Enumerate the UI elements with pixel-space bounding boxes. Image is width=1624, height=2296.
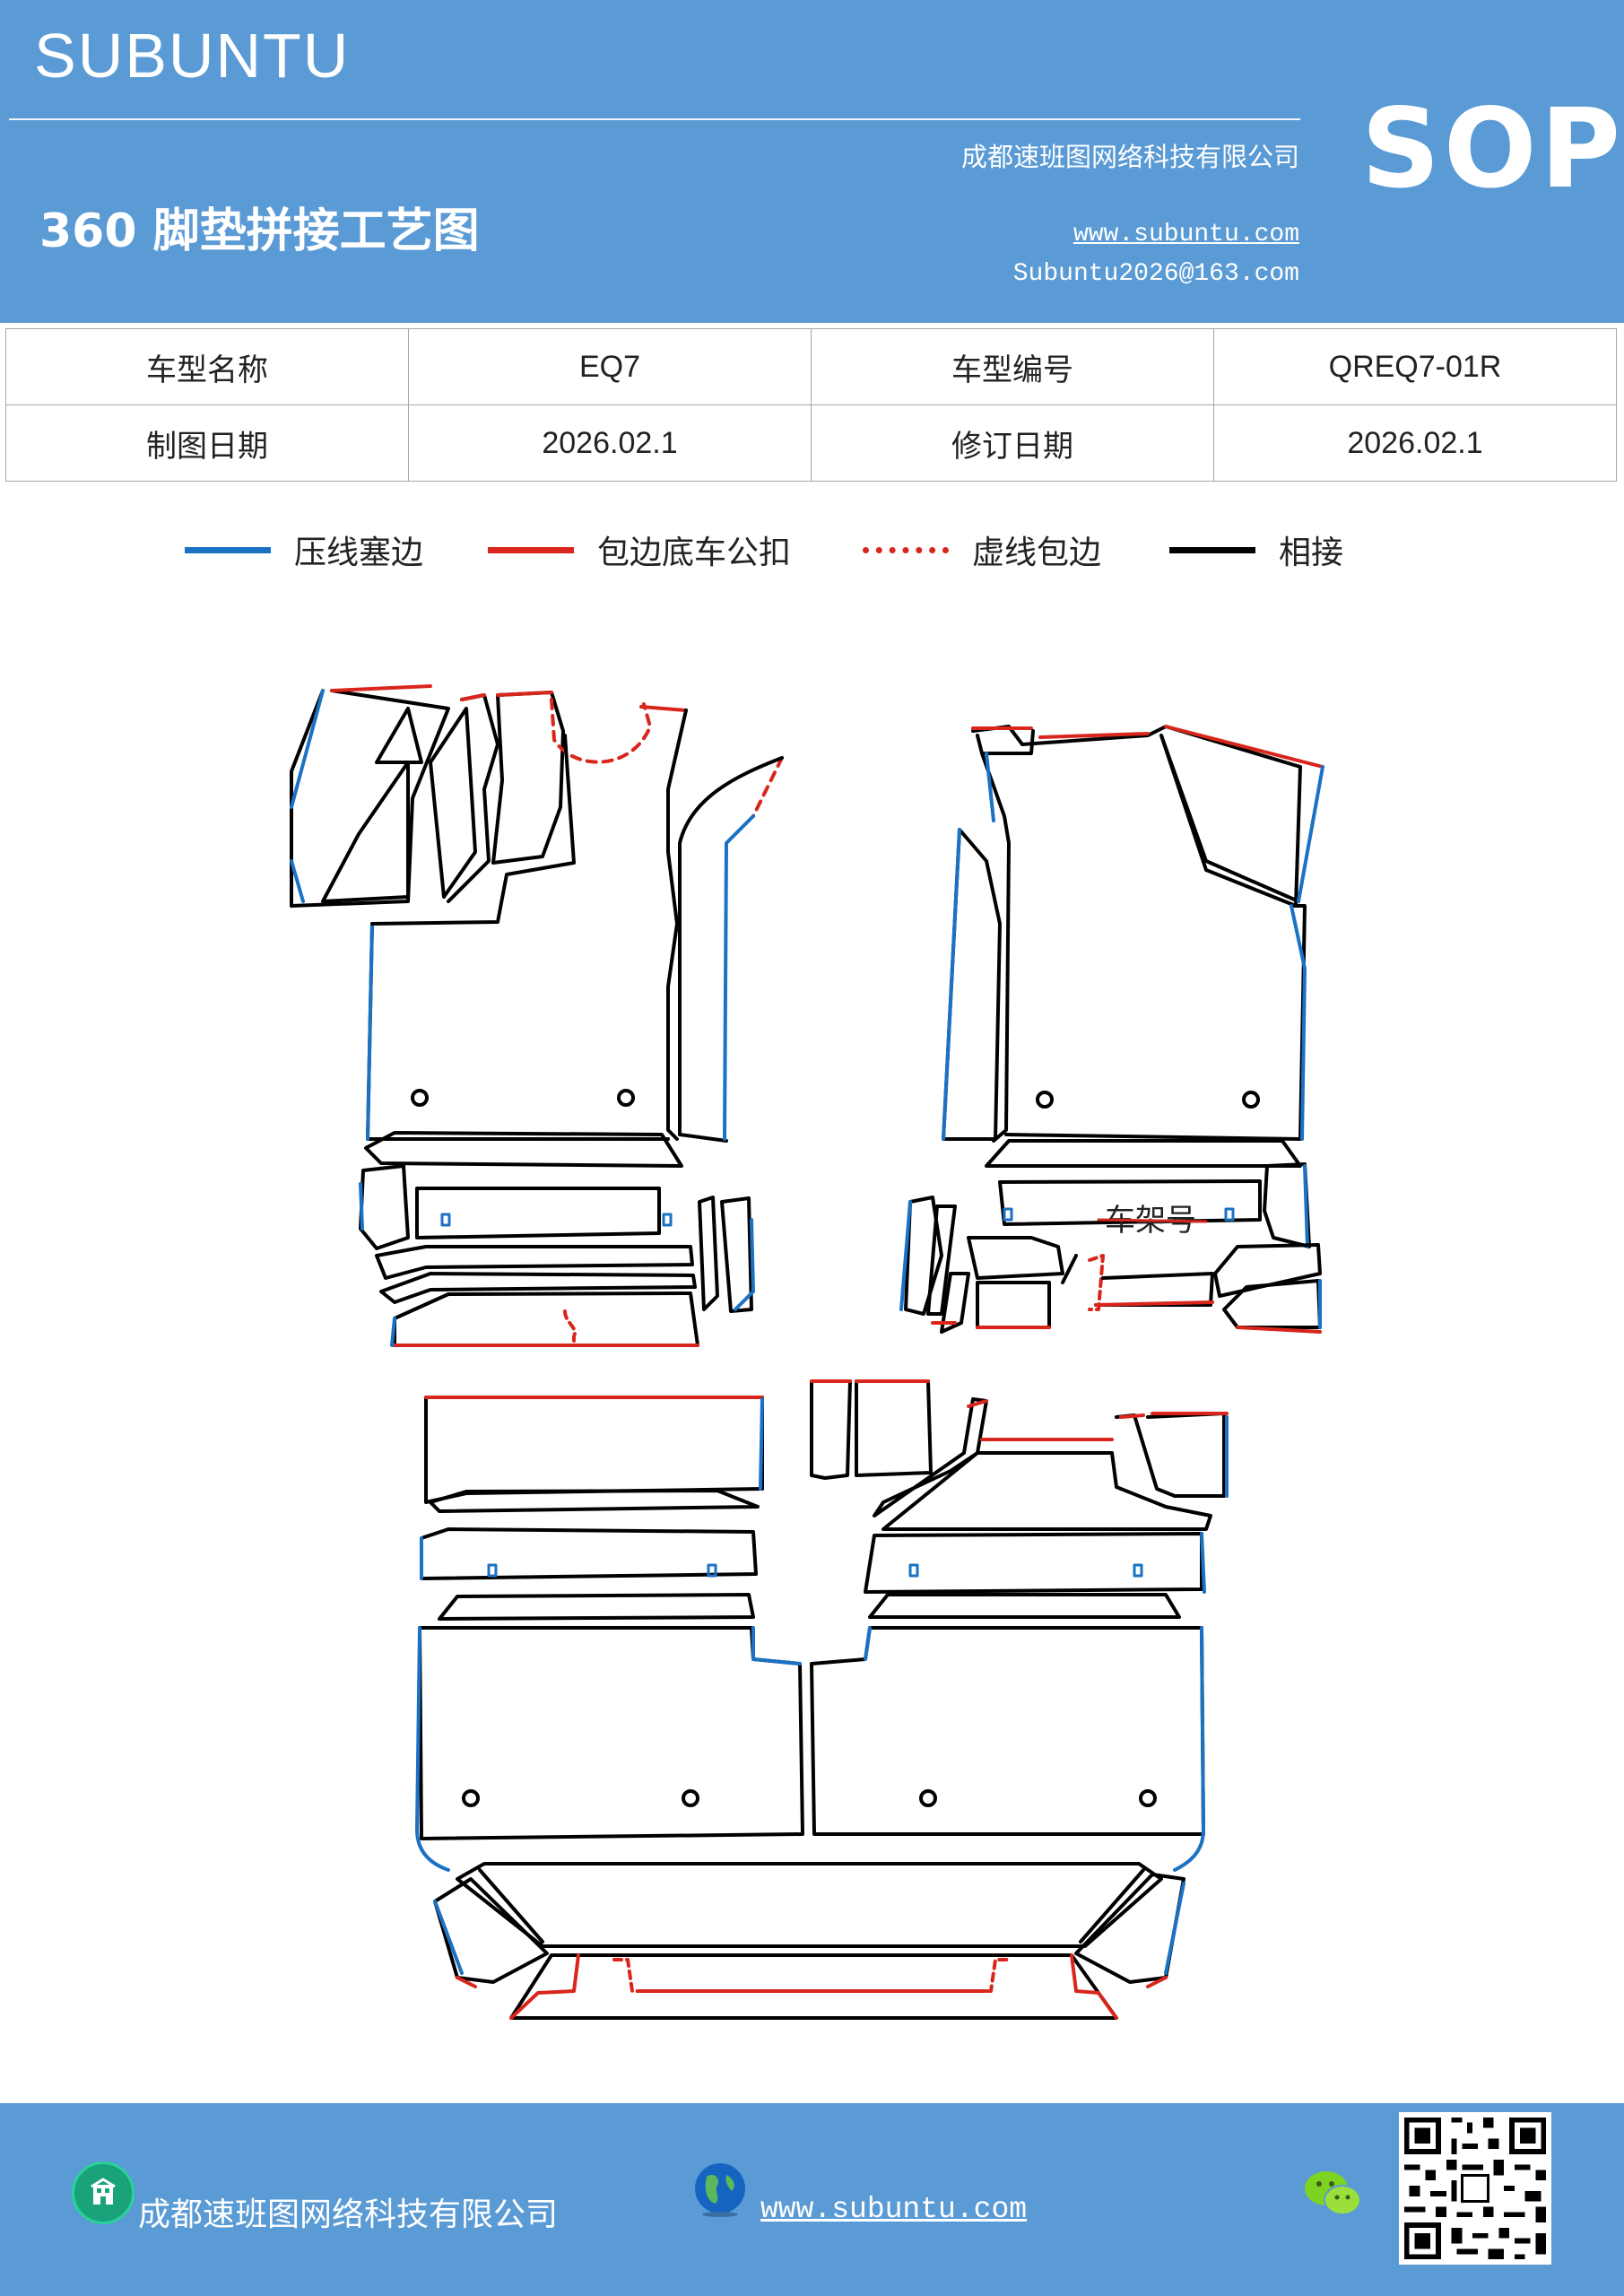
legend-label: 虚线包边 — [972, 535, 1102, 571]
front-right-mat: 车架号 — [899, 725, 1324, 1334]
header-divider — [9, 118, 1300, 120]
header-website-link[interactable]: www.subuntu.com — [1073, 221, 1299, 248]
sop-badge: SOP — [1361, 85, 1624, 213]
front-left-mat — [290, 684, 784, 1347]
globe-icon — [695, 2163, 745, 2217]
draw-date-label: 制图日期 — [5, 404, 409, 482]
legend: 压线塞边 包边底车公扣 虚线包边 相接 — [0, 518, 1624, 581]
table-row: 制图日期 2026.02.1 修订日期 2026.02.1 — [5, 404, 1617, 482]
legend-swatch — [1169, 546, 1255, 553]
model-code-label: 车型编号 — [811, 328, 1214, 405]
footer-banner: 成都速班图网络科技有限公司 www.subuntu.com — [0, 2103, 1624, 2296]
header-company: 成都速班图网络科技有限公司 — [960, 142, 1299, 172]
wechat-icon[interactable] — [1302, 2166, 1365, 2220]
footer-website-link[interactable]: www.subuntu.com — [760, 2193, 1028, 2226]
floor-mat-diagram: 车架号 — [0, 628, 1624, 2081]
legend-item-wrap-edge: 包边底车公扣 — [488, 518, 791, 581]
legend-item-dashed-wrap: 虚线包边 — [863, 518, 1101, 581]
model-name-label: 车型名称 — [5, 328, 409, 405]
legend-item-press-line: 压线塞边 — [185, 518, 423, 581]
legend-swatch — [863, 546, 949, 553]
table-row: 车型名称 EQ7 车型编号 QREQ7-01R — [5, 328, 1617, 405]
brand-name: SUBUNTU — [34, 21, 351, 91]
document-title: 360 脚垫拼接工艺图 — [39, 204, 480, 258]
revise-date-value: 2026.02.1 — [1213, 404, 1617, 482]
building-icon — [72, 2161, 135, 2224]
qr-code[interactable] — [1399, 2112, 1551, 2265]
info-table: 车型名称 EQ7 车型编号 QREQ7-01R 制图日期 2026.02.1 修… — [5, 328, 1617, 482]
draw-date-value: 2026.02.1 — [408, 404, 812, 482]
rear-mat — [415, 1379, 1229, 2020]
model-name-value: EQ7 — [408, 328, 812, 405]
header-email: Subuntu2026@163.com — [1012, 260, 1299, 288]
legend-label: 包边底车公扣 — [597, 535, 792, 571]
legend-label: 压线塞边 — [294, 535, 424, 571]
legend-swatch — [185, 546, 271, 553]
footer-company: 成都速班图网络科技有限公司 — [138, 2196, 559, 2233]
header-banner: SUBUNTU 成都速班图网络科技有限公司 360 脚垫拼接工艺图 www.su… — [0, 0, 1624, 323]
model-code-value: QREQ7-01R — [1213, 328, 1617, 405]
legend-label: 相接 — [1279, 535, 1344, 571]
legend-swatch — [488, 546, 574, 553]
legend-item-joint: 相接 — [1169, 518, 1343, 581]
revise-date-label: 修订日期 — [811, 404, 1214, 482]
